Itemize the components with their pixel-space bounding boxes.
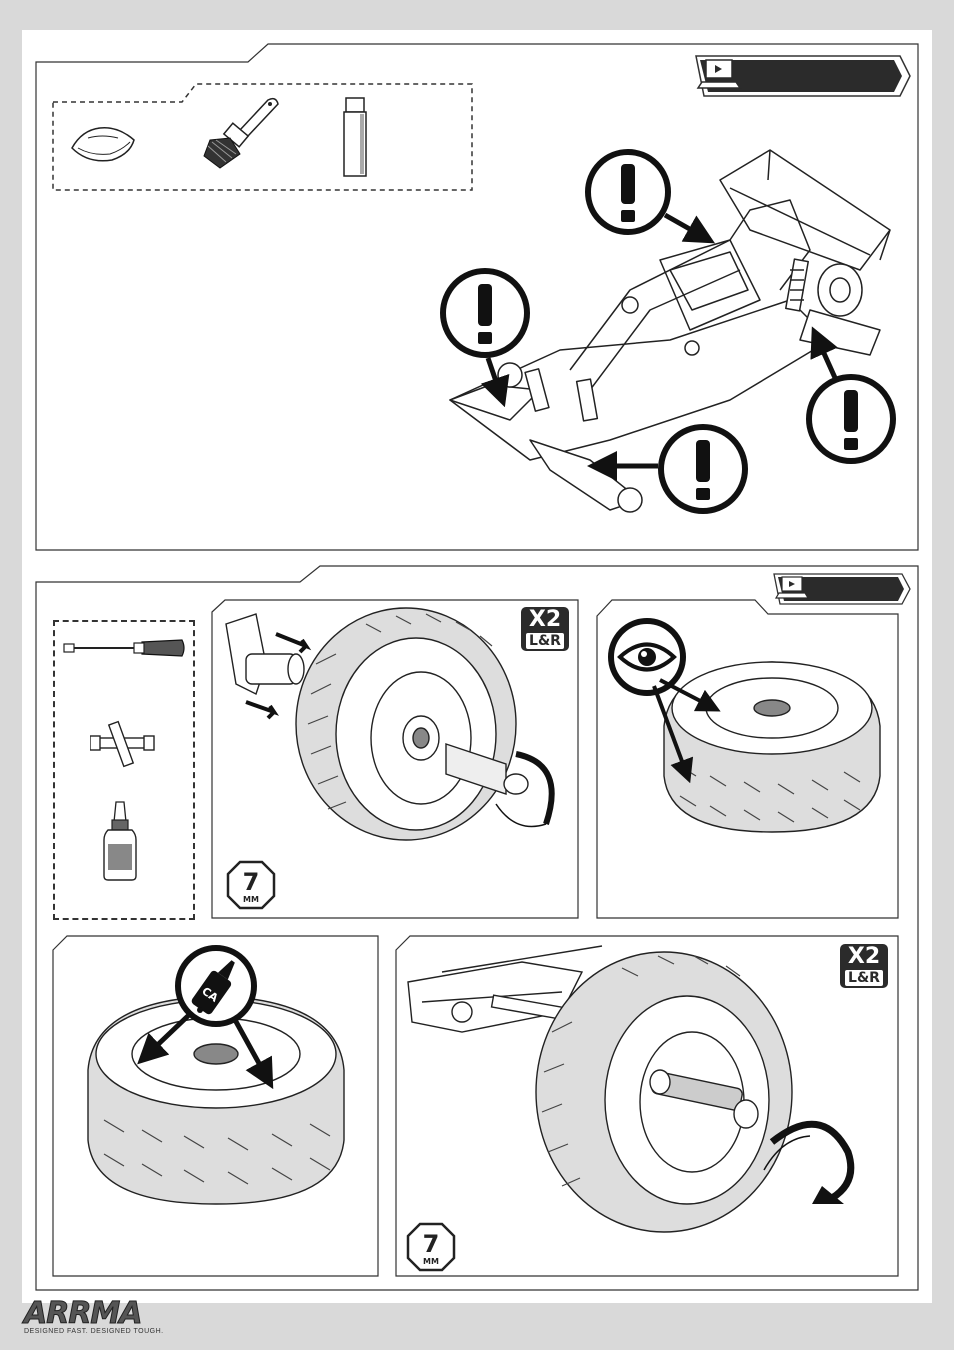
wrench-unit: MM <box>423 1257 439 1266</box>
quantity-badge: X2 L&R <box>840 944 888 988</box>
wheel-install-illustration <box>402 942 892 1242</box>
brand-name: ARRMA <box>24 1296 164 1331</box>
brand-logo: ARRMA DESIGNED FAST. DESIGNED TOUGH. <box>24 1296 164 1335</box>
badge-side: L&R <box>845 970 883 986</box>
badge-count: X2 <box>840 946 888 968</box>
wrench-size-badge: 7 MM <box>406 1222 456 1272</box>
wrench-size: 7 <box>423 1230 440 1258</box>
brand-tagline: DESIGNED FAST. DESIGNED TOUGH. <box>24 1328 164 1335</box>
